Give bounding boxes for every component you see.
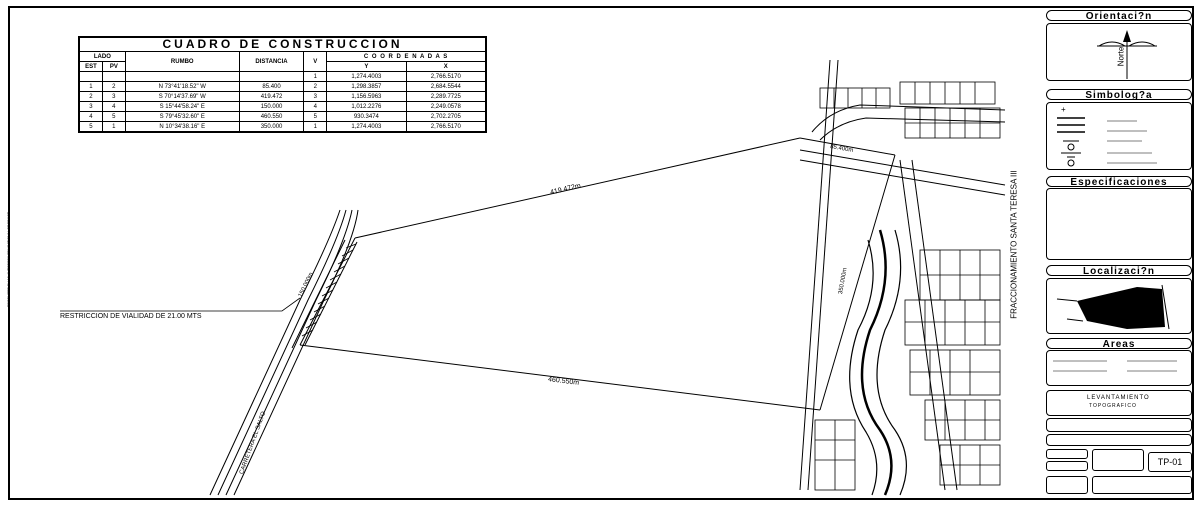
table-row: 4 5 S 79°45'32.60" E 460.550 5 930.3474 … <box>78 111 487 122</box>
north-arrow-icon <box>1097 30 1157 79</box>
info-box-1 <box>1046 449 1088 459</box>
table-title: CUADRO DE CONSTRUCCION <box>78 36 487 52</box>
areas-title: Areas <box>1046 338 1192 350</box>
info-box-3 <box>1092 449 1144 471</box>
owner-box <box>1046 434 1192 446</box>
info-box-2 <box>1046 461 1088 471</box>
drawing-type-box: LEVANTAMIENTO TOPOGRAFICO <box>1046 390 1192 416</box>
highway <box>209 209 359 496</box>
symbology-legend: + <box>1057 105 1157 167</box>
location-box <box>1046 278 1192 334</box>
specs-box <box>1046 188 1192 260</box>
table-row: 5 1 N 10°34'38.16" E 350.000 1 1,274.400… <box>78 121 487 133</box>
subdivision-roads <box>799 59 1006 491</box>
plan-drawing <box>60 59 1006 496</box>
svg-text:+: + <box>1061 105 1066 114</box>
symbology-box: + <box>1046 102 1192 170</box>
sheet-code-box: TP-01 <box>1148 452 1192 472</box>
drawing-type-line-2: TOPOGRAFICO <box>1089 403 1137 409</box>
location-map <box>1056 284 1170 330</box>
restriction-label: RESTRICCION DE VIALIDAD DE 21.00 MTS <box>60 313 202 320</box>
orientation-box: Norte <box>1046 23 1192 81</box>
restriction-leader <box>60 297 301 312</box>
project-box <box>1046 418 1192 432</box>
creek <box>849 229 908 496</box>
info-box-5 <box>1092 476 1192 494</box>
location-title: Localizaci?n <box>1046 265 1192 277</box>
construction-table: CUADRO DE CONSTRUCCION LADO RUMBO DISTAN… <box>78 36 487 133</box>
info-box-4 <box>1046 476 1088 494</box>
drawing-sheet-border <box>8 6 1194 500</box>
table-row: 2 3 S 70°14'37.69" W 419.472 3 1,156.596… <box>78 91 487 102</box>
lot-blocks <box>814 81 1001 491</box>
specs-title: Especificaciones <box>1046 176 1192 188</box>
north-label: Norte <box>1116 46 1126 67</box>
subdivision-label: FRACCIONAMIENTO SANTA TERESA III <box>1009 170 1019 319</box>
symbology-title: Simbolog?a <box>1046 89 1192 101</box>
orientation-title: Orientaci?n <box>1046 10 1192 22</box>
areas-lines <box>1053 360 1177 372</box>
areas-box <box>1046 350 1192 386</box>
sheet-code: TP-01 <box>1157 457 1183 467</box>
drawing-type-line-1: LEVANTAMIENTO <box>1087 395 1150 401</box>
lot-boundary <box>299 137 896 411</box>
